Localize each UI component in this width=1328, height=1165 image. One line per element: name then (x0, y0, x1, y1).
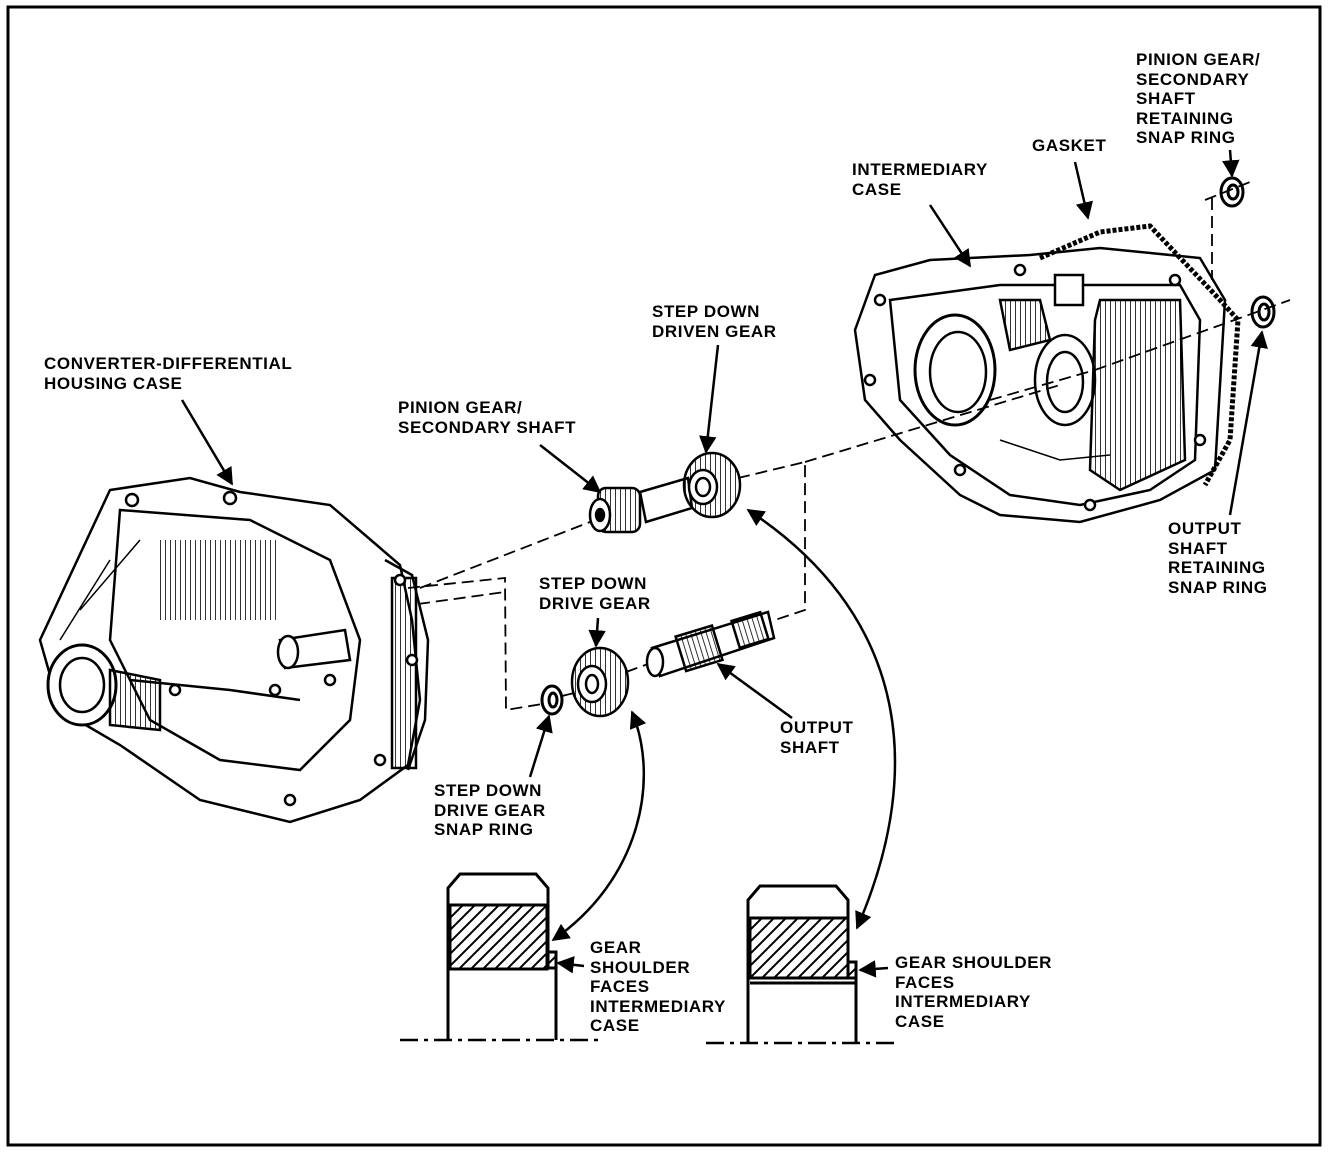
converter-housing-case (38, 476, 430, 824)
diagram-frame (6, 5, 1322, 1147)
pinion-gear-secondary-shaft (588, 476, 694, 534)
step-down-drive-gear (570, 646, 630, 718)
drive-gear-snap-ring (540, 684, 564, 716)
output-shaft (645, 610, 776, 678)
curved-reference-arrows (551, 508, 897, 942)
left-gear-shoulder-section (400, 872, 600, 1042)
gasket (1039, 223, 1241, 487)
right-gear-shoulder-section (706, 884, 895, 1045)
alignment-lines (407, 181, 1291, 712)
intermediary-case (853, 246, 1227, 524)
pinion-retaining-snap-ring (1219, 176, 1245, 208)
leader-arrows (180, 149, 1268, 978)
step-down-driven-gear (682, 451, 742, 519)
label-pinion-gear-secondary-shaft: PINION GEAR/SECONDARY SHAFT (398, 398, 577, 437)
label-gasket: GASKET (1032, 136, 1107, 155)
